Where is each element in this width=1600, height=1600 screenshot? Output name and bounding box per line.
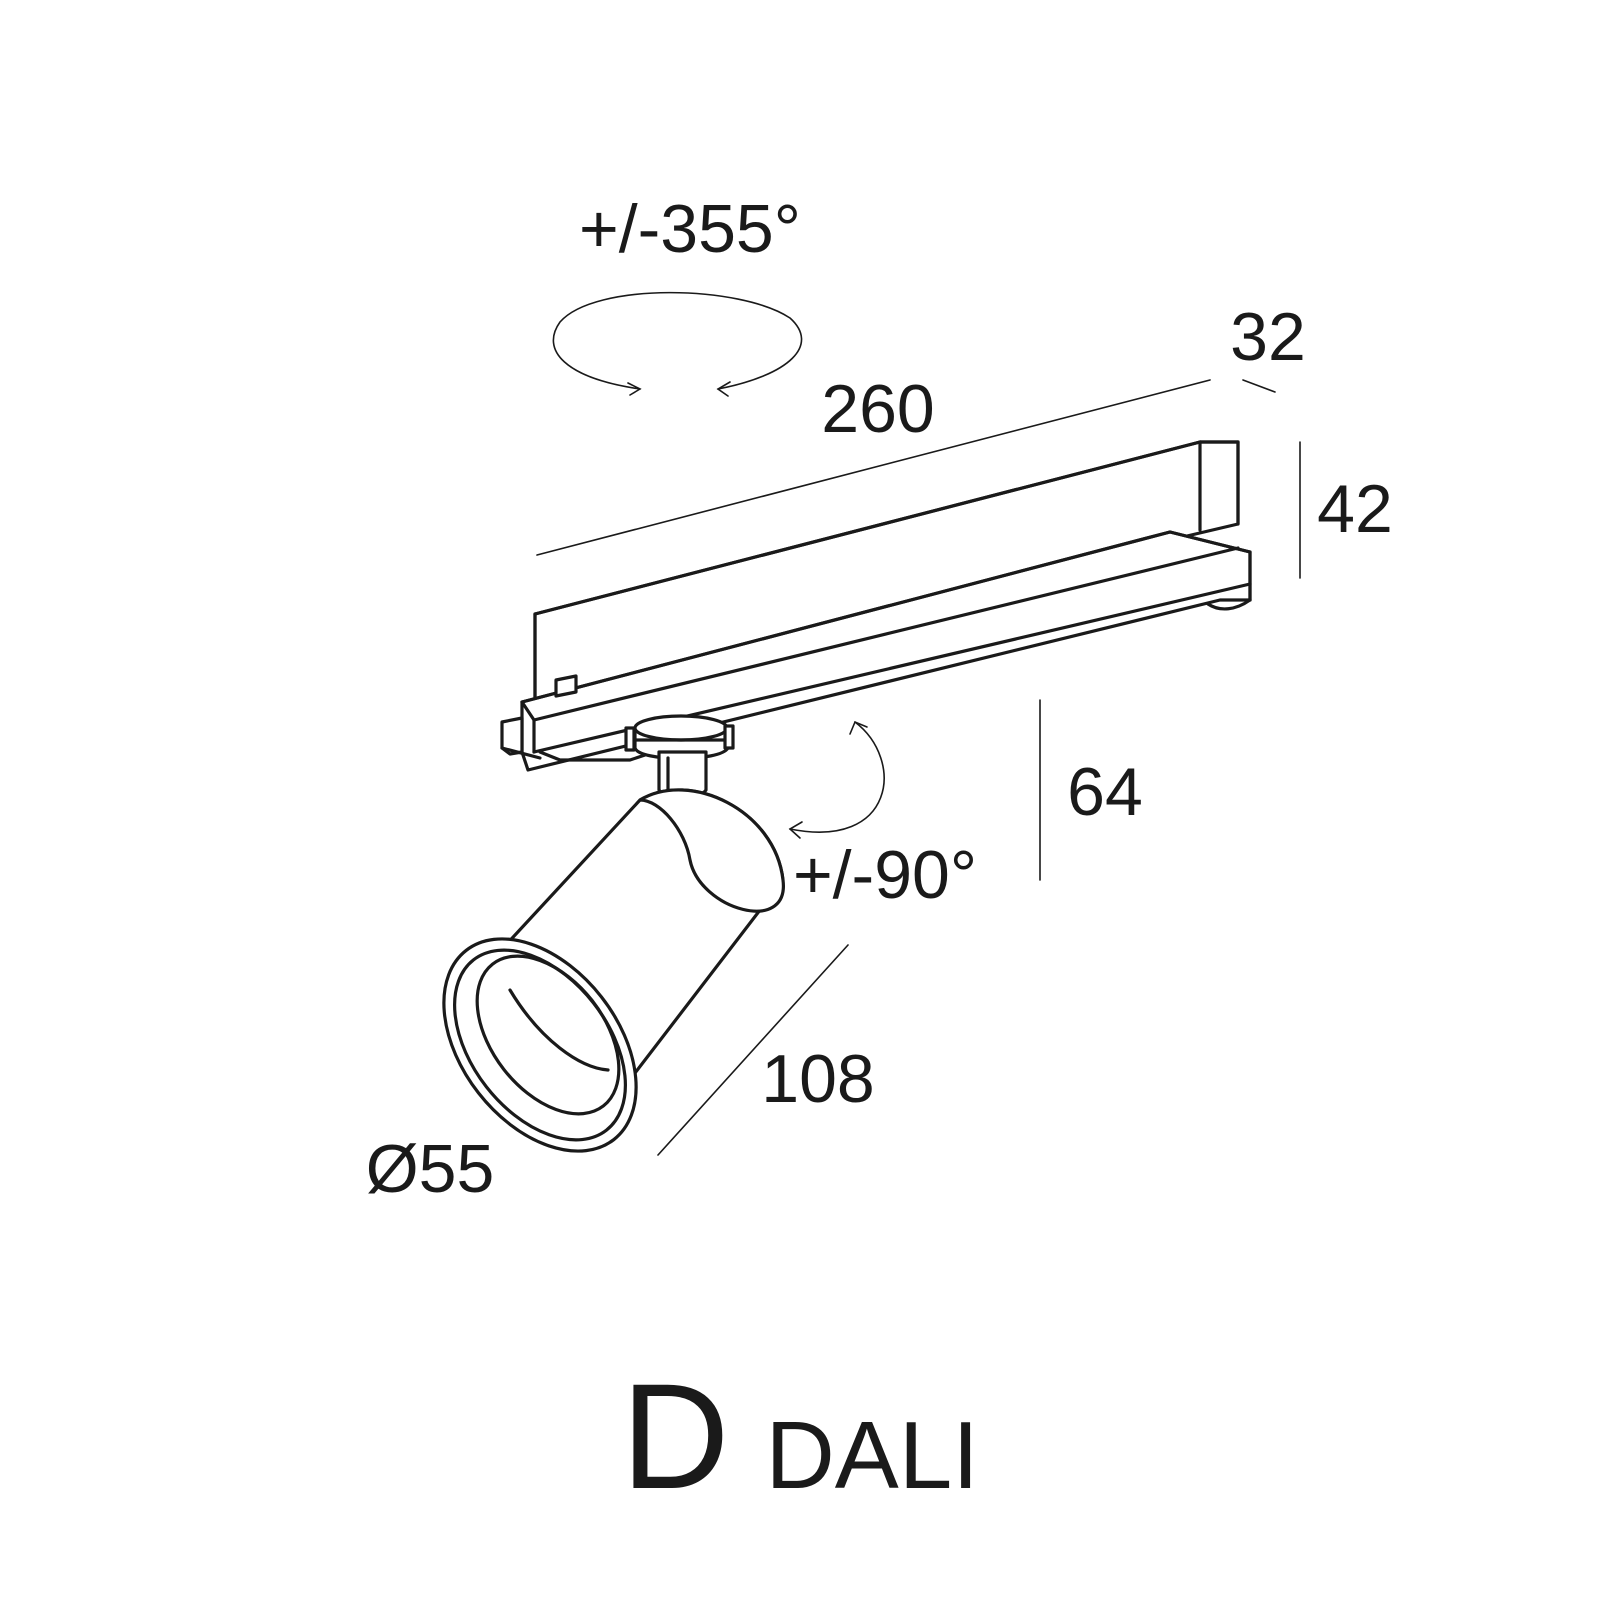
track-adapter (500, 440, 1252, 772)
rotation-vertical-label: +/-90° (793, 837, 977, 913)
spotlight-head (442, 788, 785, 1153)
caption-main: D (621, 1352, 730, 1520)
product-caption: D DALI (0, 1350, 1600, 1523)
track-width-label: 32 (1230, 299, 1306, 375)
head-diameter-label: Ø55 (366, 1131, 495, 1207)
head-length-dimension-line (657, 944, 849, 1156)
track-length-dimension-line (536, 379, 1211, 556)
vertical-rotation-indicator (788, 720, 885, 839)
track-height-label: 42 (1317, 471, 1393, 547)
track-length-label: 260 (821, 371, 934, 447)
horizontal-rotation-indicator (552, 291, 803, 397)
stem-height-label: 64 (1067, 754, 1143, 830)
rotation-horizontal-label: +/-355° (579, 191, 801, 267)
head-length-label: 108 (761, 1041, 874, 1117)
track-width-dimension-line (1242, 379, 1276, 393)
caption-sub: DALI (765, 1402, 979, 1509)
swivel-joint (624, 714, 735, 761)
